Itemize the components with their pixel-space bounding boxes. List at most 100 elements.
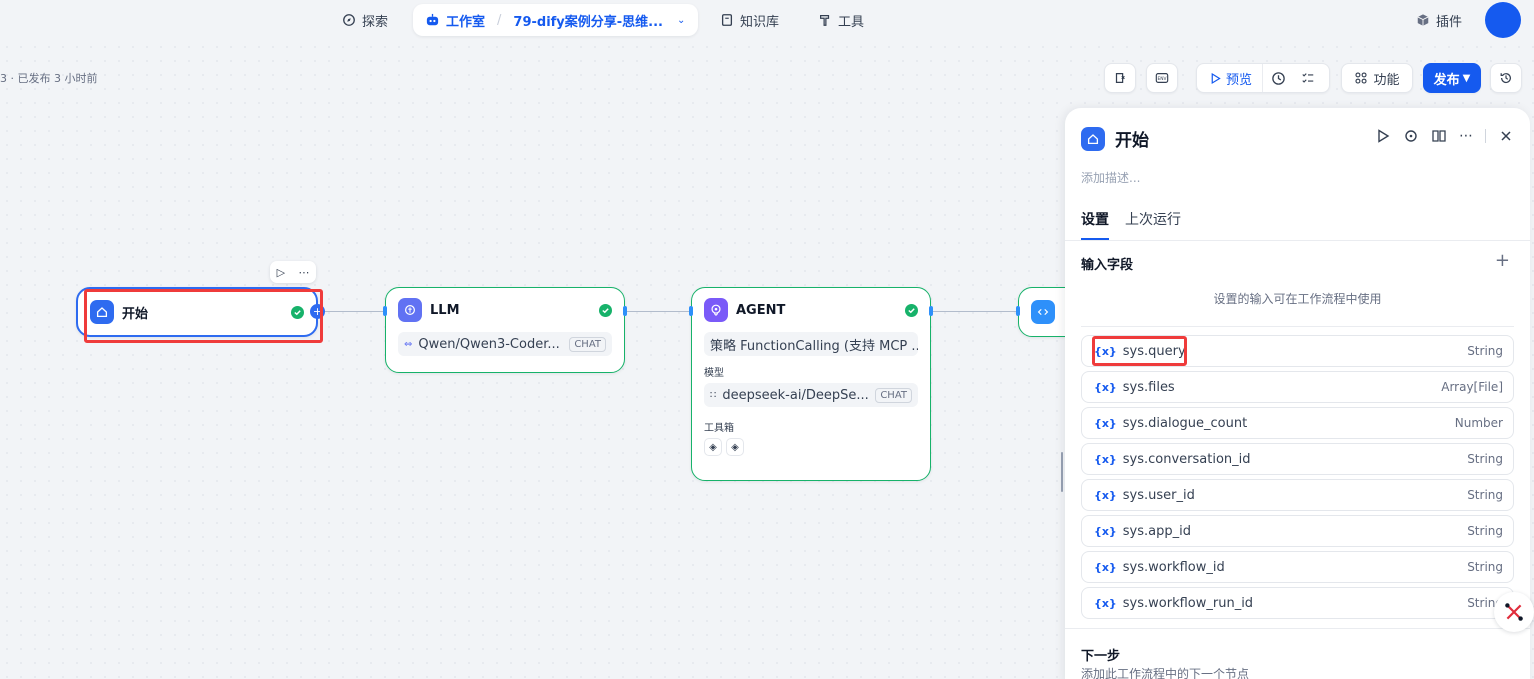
variable-name: sys.dialogue_count xyxy=(1122,415,1248,431)
version-history-button[interactable] xyxy=(1490,63,1522,93)
nav-knowledge[interactable]: 知识库 xyxy=(720,8,779,32)
features-label: 功能 xyxy=(1373,72,1400,88)
edge-agent-next xyxy=(931,311,1019,312)
preview-group: 预览 xyxy=(1196,63,1330,93)
agent-node[interactable]: AGENT 策略 FunctionCalling (支持 MCP ... 模型 … xyxy=(691,287,931,481)
env-button[interactable]: ENV xyxy=(1146,63,1178,93)
tool-icon: ◈ xyxy=(704,438,722,456)
tab-last-run[interactable]: 上次运行 xyxy=(1125,212,1181,228)
book-open-icon[interactable] xyxy=(1431,128,1447,144)
assistant-logo-icon[interactable] xyxy=(1494,592,1534,632)
close-icon[interactable] xyxy=(1498,128,1514,144)
node-settings-panel: 开始 ⋯ 添加描述... 设置 上次运行 输入字段 + 设置的输入可在工作流程中… xyxy=(1065,108,1530,679)
agent-strategy-field: 策略 FunctionCalling (支持 MCP ... xyxy=(704,332,918,356)
tab-settings[interactable]: 设置 xyxy=(1081,209,1109,240)
llm-mode-badge: CHAT xyxy=(569,336,606,352)
clipboard-x-icon xyxy=(1115,73,1125,83)
code-input-handle[interactable] xyxy=(1016,306,1020,316)
divider xyxy=(1081,326,1514,327)
variable-name: sys.workflow_id xyxy=(1122,559,1225,575)
tool-icon: ◈ xyxy=(726,438,744,456)
add-next-handle[interactable]: + xyxy=(310,304,325,319)
next-step-title: 下一步 xyxy=(1081,649,1121,664)
breadcrumb-separator: / xyxy=(497,12,502,28)
llm-input-handle[interactable] xyxy=(383,306,387,316)
checklist-button[interactable] xyxy=(1104,63,1136,93)
play-icon xyxy=(1211,72,1221,84)
preview-label: 预览 xyxy=(1226,72,1253,88)
add-field-icon[interactable]: + xyxy=(1494,250,1510,271)
variable-name: sys.user_id xyxy=(1122,487,1195,503)
more-icon[interactable]: ⋯ xyxy=(1459,128,1473,144)
llm-node[interactable]: LLM ⇔ Qwen/Qwen3-Coder... CHAT xyxy=(385,287,625,373)
home-icon xyxy=(1081,126,1105,151)
nav-plugins[interactable]: 插件 xyxy=(1416,8,1462,32)
publish-button[interactable]: 发布 ▼ xyxy=(1423,63,1481,93)
checklist-list-button[interactable] xyxy=(1293,64,1323,92)
svg-text:ENV: ENV xyxy=(1158,76,1167,82)
description-input[interactable]: 添加描述... xyxy=(1081,171,1141,185)
toolbox-list: ◈ ◈ xyxy=(704,438,918,456)
success-check-icon xyxy=(905,303,918,317)
model-link-icon: ⇔ xyxy=(404,338,413,350)
agent-toolbox-label: 工具箱 xyxy=(704,423,734,434)
preview-button[interactable]: 预览 xyxy=(1197,64,1264,92)
run-node-icon[interactable]: ▷ xyxy=(276,265,286,279)
start-node-title: 开始 xyxy=(122,306,149,322)
agent-mode-badge: CHAT xyxy=(875,387,912,403)
divider xyxy=(1065,240,1530,241)
nav-tools[interactable]: 工具 xyxy=(818,8,864,32)
success-check-icon xyxy=(599,303,612,317)
variable-icon: {x} xyxy=(1094,560,1117,574)
variable-row[interactable]: {x} sys.app_id String xyxy=(1081,515,1514,547)
features-button[interactable]: 功能 xyxy=(1341,63,1413,93)
cube-icon xyxy=(1417,14,1429,26)
nav-studio-label: 工作室 xyxy=(446,14,486,30)
agent-model-field: ∷ deepseek-ai/DeepSe... CHAT xyxy=(704,383,918,407)
start-node[interactable]: 开始 xyxy=(76,287,318,337)
input-fields-hint: 设置的输入可在工作流程中使用 xyxy=(1213,292,1382,306)
play-icon[interactable] xyxy=(1375,128,1391,144)
variable-name: sys.app_id xyxy=(1122,523,1191,539)
agent-icon xyxy=(704,298,728,322)
panel-title[interactable]: 开始 xyxy=(1115,131,1149,151)
chevron-down-icon[interactable]: ⌄ xyxy=(677,14,686,26)
variable-type: String xyxy=(1467,524,1503,538)
publish-label: 发布 xyxy=(1433,72,1460,88)
robot-icon xyxy=(426,13,439,25)
model-dots-icon: ∷ xyxy=(710,389,717,401)
variable-name: sys.query xyxy=(1122,343,1186,359)
canvas-scrollbar[interactable] xyxy=(1061,452,1063,492)
list-check-icon xyxy=(1302,73,1314,83)
more-icon[interactable]: ⋯ xyxy=(298,265,310,279)
run-history-button[interactable] xyxy=(1263,64,1293,92)
app-name[interactable]: 79-dify案例分享-思维... xyxy=(513,14,663,30)
nav-studio[interactable]: 工作室 / 79-dify案例分享-思维... ⌄ xyxy=(413,4,698,36)
compass-icon xyxy=(343,14,355,26)
variable-icon: {x} xyxy=(1094,452,1117,466)
chevron-down-icon: ▼ xyxy=(1462,72,1471,84)
locate-icon[interactable] xyxy=(1403,128,1419,144)
llm-model-field: ⇔ Qwen/Qwen3-Coder... CHAT xyxy=(398,332,612,356)
avatar[interactable] xyxy=(1485,2,1521,38)
llm-output-handle[interactable] xyxy=(623,306,627,316)
agent-input-handle[interactable] xyxy=(689,306,693,316)
nav-explore[interactable]: 探索 xyxy=(342,8,388,32)
divider xyxy=(1065,628,1530,629)
variable-icon: {x} xyxy=(1094,488,1117,502)
variable-row[interactable]: {x} sys.user_id String xyxy=(1081,479,1514,511)
variable-name: sys.conversation_id xyxy=(1122,451,1251,467)
variable-icon: {x} xyxy=(1094,524,1117,538)
home-icon xyxy=(90,300,114,324)
env-icon: ENV xyxy=(1155,73,1169,83)
agent-output-handle[interactable] xyxy=(929,306,933,316)
hammer-icon xyxy=(820,15,830,26)
variable-type: String xyxy=(1467,488,1503,502)
variable-type: Number xyxy=(1454,416,1503,430)
